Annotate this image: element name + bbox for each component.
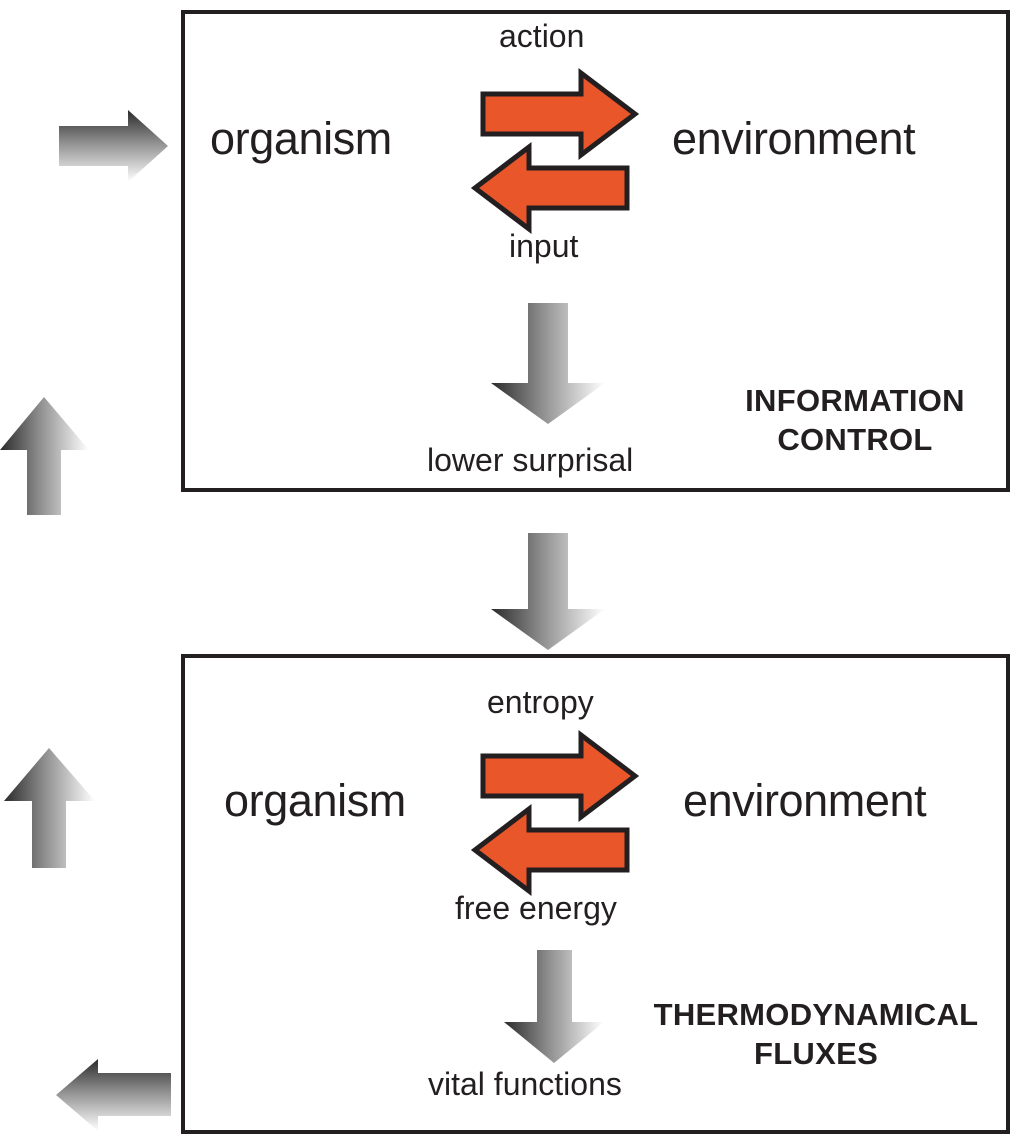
flow-label-free-energy: free energy — [455, 890, 617, 926]
flow-label-input: input — [509, 228, 579, 264]
panel-thermodynamical-fluxes — [181, 654, 1010, 1134]
gray-up-arrow-external-upper — [0, 397, 89, 515]
node-label-organism-thermodynamical: organism — [224, 775, 406, 826]
panel-title-information-control: INFORMATION CONTROL — [745, 383, 965, 457]
gray-down-arrow-interpanel — [491, 533, 605, 650]
flow-label-entropy: entropy — [487, 684, 594, 720]
gray-down-arrow-lower-surprisal — [491, 303, 605, 424]
orange-arrow-action — [480, 67, 640, 161]
node-label-organism-information: organism — [210, 113, 392, 164]
panel-title-thermodynamical-fluxes: THERMODYNAMICAL FLUXES — [653, 997, 979, 1071]
gray-left-arrow-external-output — [56, 1059, 171, 1131]
orange-arrow-free-energy — [470, 803, 630, 897]
gray-up-arrow-external-lower — [4, 748, 95, 868]
output-label-vital-functions: vital functions — [428, 1066, 622, 1102]
output-label-lower-surprisal: lower surprisal — [427, 442, 634, 478]
gray-right-arrow-external-input — [59, 110, 168, 182]
node-label-environment-information: environment — [672, 113, 916, 164]
flow-label-action: action — [499, 18, 585, 54]
orange-arrow-entropy — [480, 729, 640, 823]
node-label-environment-thermodynamical: environment — [683, 775, 927, 826]
gray-down-arrow-vital-functions — [504, 950, 604, 1063]
orange-arrow-input — [470, 141, 630, 235]
